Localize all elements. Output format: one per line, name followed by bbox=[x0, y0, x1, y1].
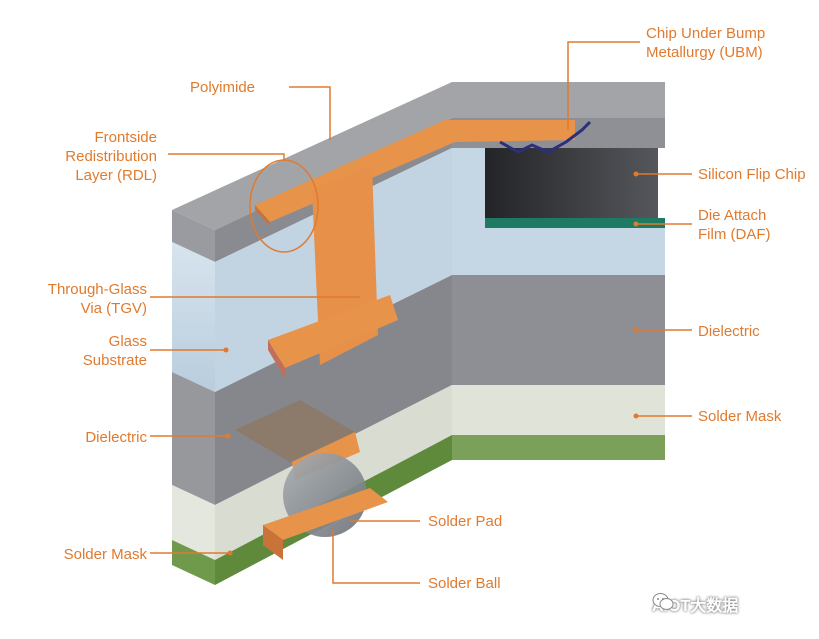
label-daf-line1: Die Attach bbox=[698, 207, 767, 224]
solder-mask-front-face bbox=[172, 485, 215, 560]
watermark: AIOT大数据 bbox=[652, 592, 738, 616]
label-tgv-line1: Through-Glass bbox=[47, 281, 147, 298]
label-ubm-line1: Chip Under Bump bbox=[646, 25, 766, 42]
label-rdl: Frontside Redistribution Layer (RDL) bbox=[65, 128, 157, 185]
label-glass-substrate: Glass Substrate bbox=[83, 332, 147, 370]
label-silicon-flip-chip: Silicon Flip Chip bbox=[698, 166, 806, 183]
solder-mask-right-face bbox=[452, 385, 665, 435]
rdl-trace bbox=[255, 120, 575, 222]
polyimide-leader bbox=[289, 86, 331, 140]
solder-pad-lower bbox=[263, 488, 388, 540]
green-front-face bbox=[172, 540, 215, 585]
ubm-bump bbox=[499, 120, 592, 154]
label-rdl-line2: Redistribution bbox=[65, 148, 157, 165]
wechat-icon bbox=[652, 593, 674, 610]
silicon-flip-chip bbox=[485, 148, 658, 218]
green-edge-right bbox=[452, 435, 665, 460]
tgv-bottom-pad-side bbox=[268, 340, 285, 378]
dot-solder-mask-right bbox=[633, 413, 639, 419]
dielectric-right-face bbox=[452, 275, 665, 385]
label-daf-line2: Film (DAF) bbox=[698, 226, 771, 243]
label-polyimide: Polyimide bbox=[190, 79, 256, 96]
label-glass-line1: Glass bbox=[108, 333, 147, 350]
label-rdl-line1: Frontside bbox=[94, 129, 157, 146]
glass-front-face bbox=[172, 242, 215, 392]
label-ubm: Chip Under Bump Metallurgy (UBM) bbox=[646, 24, 765, 62]
watermark-text: AIOT大数据 bbox=[652, 598, 739, 615]
label-tgv-line2: Via (TGV) bbox=[80, 300, 147, 317]
label-tgv: Through-Glass Via (TGV) bbox=[48, 280, 147, 318]
label-daf: Die Attach Film (DAF) bbox=[698, 206, 770, 244]
leader-dots bbox=[223, 171, 639, 556]
dot-dielectric-right bbox=[633, 327, 639, 333]
polyimide-front-face bbox=[172, 210, 215, 262]
dot-silicon-chip bbox=[633, 171, 639, 177]
label-rdl-line3: Layer (RDL) bbox=[75, 167, 157, 184]
label-solder-mask-left: Solder Mask bbox=[63, 546, 147, 563]
label-solder-pad: Solder Pad bbox=[428, 513, 503, 530]
solder-ball-leader bbox=[332, 530, 420, 584]
die-attach-film bbox=[476, 218, 665, 228]
dielectric-front-face bbox=[172, 372, 215, 505]
label-dielectric-left: Dielectric bbox=[85, 429, 147, 446]
dot-solder-mask-left bbox=[227, 550, 233, 556]
solder-pad-lower-side bbox=[263, 525, 283, 560]
dot-daf bbox=[633, 221, 639, 227]
rdl-leader bbox=[168, 153, 285, 160]
rdl-trace-side bbox=[255, 205, 270, 226]
dot-glass bbox=[223, 347, 229, 353]
label-solder-ball: Solder Ball bbox=[428, 575, 501, 592]
glass-right-face bbox=[452, 148, 665, 275]
leader-lines bbox=[150, 41, 692, 584]
dielectric-pad bbox=[235, 400, 355, 462]
label-dielectric-right: Dielectric bbox=[698, 323, 760, 340]
tgv-bottom-pad bbox=[268, 295, 398, 368]
label-solder-mask-right: Solder Mask bbox=[698, 408, 782, 425]
dot-dielectric-left bbox=[225, 433, 231, 439]
label-ubm-line2: Metallurgy (UBM) bbox=[646, 44, 763, 61]
label-glass-line2: Substrate bbox=[82, 352, 147, 369]
ubm-leader bbox=[567, 41, 640, 130]
polyimide-top-surface bbox=[172, 82, 665, 230]
